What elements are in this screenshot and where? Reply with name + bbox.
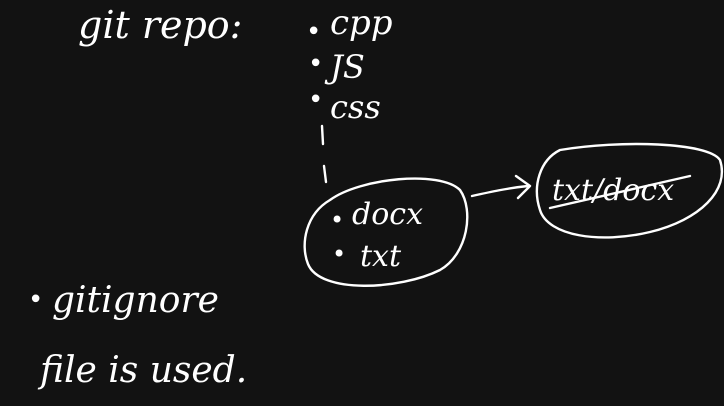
bullet-docx: •: [330, 206, 344, 234]
arrow-to-ignored: [470, 174, 532, 200]
bullet-cpp: •: [306, 17, 321, 47]
note-line-1: gitignore: [52, 280, 219, 321]
continuation-dash-1: [320, 124, 325, 146]
circle-ignored-target: [535, 142, 723, 239]
file-css: css: [330, 88, 381, 126]
file-cpp: cpp: [330, 3, 393, 43]
heading-git-repo: git repo:: [78, 3, 243, 47]
bullet-txt: •: [332, 240, 346, 268]
continuation-dash-2: [322, 164, 328, 184]
file-docx: docx: [352, 197, 423, 232]
note-line-2: file is used.: [37, 350, 247, 391]
file-js: JS: [324, 48, 365, 86]
bullet-js: •: [308, 49, 323, 79]
strike-through: [548, 174, 692, 210]
bullet-css: •: [308, 85, 323, 115]
circle-around-files: [303, 177, 469, 287]
note-bullet: •: [28, 285, 43, 315]
file-txt: txt: [360, 239, 402, 274]
